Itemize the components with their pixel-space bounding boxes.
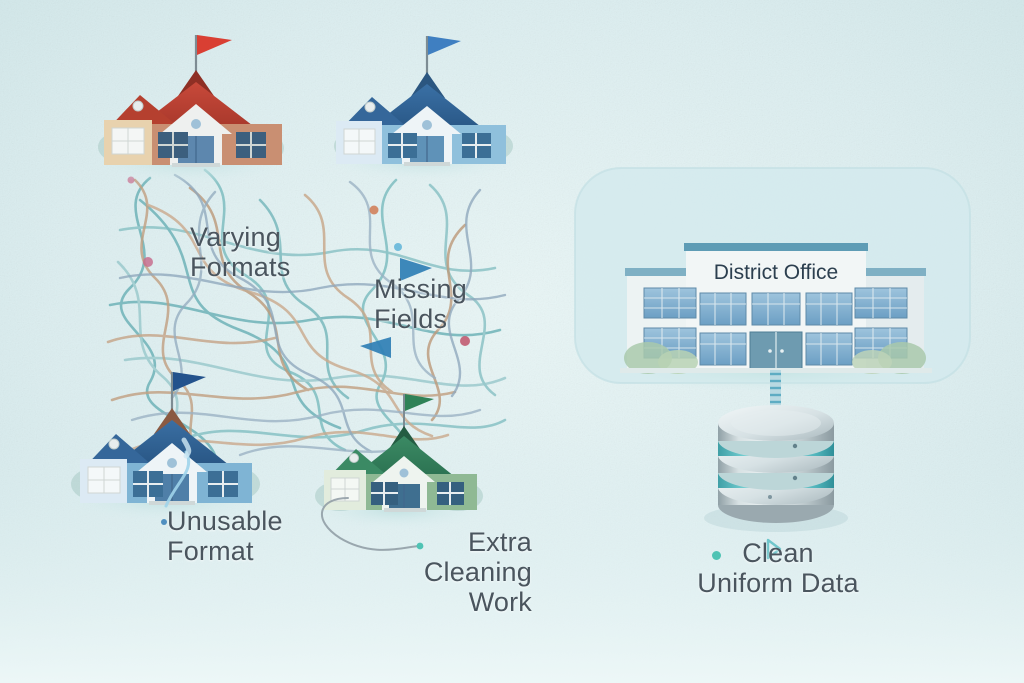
label-missing-fields: Missing Fields <box>374 274 467 335</box>
district-office-sign: District Office <box>714 261 838 284</box>
blue-flag-icon <box>428 36 461 55</box>
arrow-left-icon <box>360 337 391 358</box>
unusable-format-arrow-line <box>164 450 191 508</box>
label-clean-uniform-data: Clean Uniform Data <box>697 538 859 599</box>
label-varying-formats: Varying Formats <box>190 222 291 283</box>
red-flag-icon <box>197 35 232 55</box>
cable-arrow-markers <box>360 258 432 358</box>
navy-flag-icon <box>173 372 206 391</box>
extra-cleaning-leader-dot <box>416 542 424 550</box>
label-extra-cleaning-work: Extra Cleaning Work <box>423 527 532 618</box>
chevron-right-icon <box>766 538 782 560</box>
green-flag-icon <box>405 394 434 411</box>
arrow-right-icon <box>400 258 432 281</box>
database-indicator-lights <box>768 443 798 499</box>
extra-cleaning-leader-line <box>321 497 419 551</box>
clean-data-bullet <box>712 551 721 560</box>
unusable-format-bullet <box>161 519 167 525</box>
label-unusable-format: Unusable Format <box>167 506 283 567</box>
database-discs <box>718 405 834 523</box>
